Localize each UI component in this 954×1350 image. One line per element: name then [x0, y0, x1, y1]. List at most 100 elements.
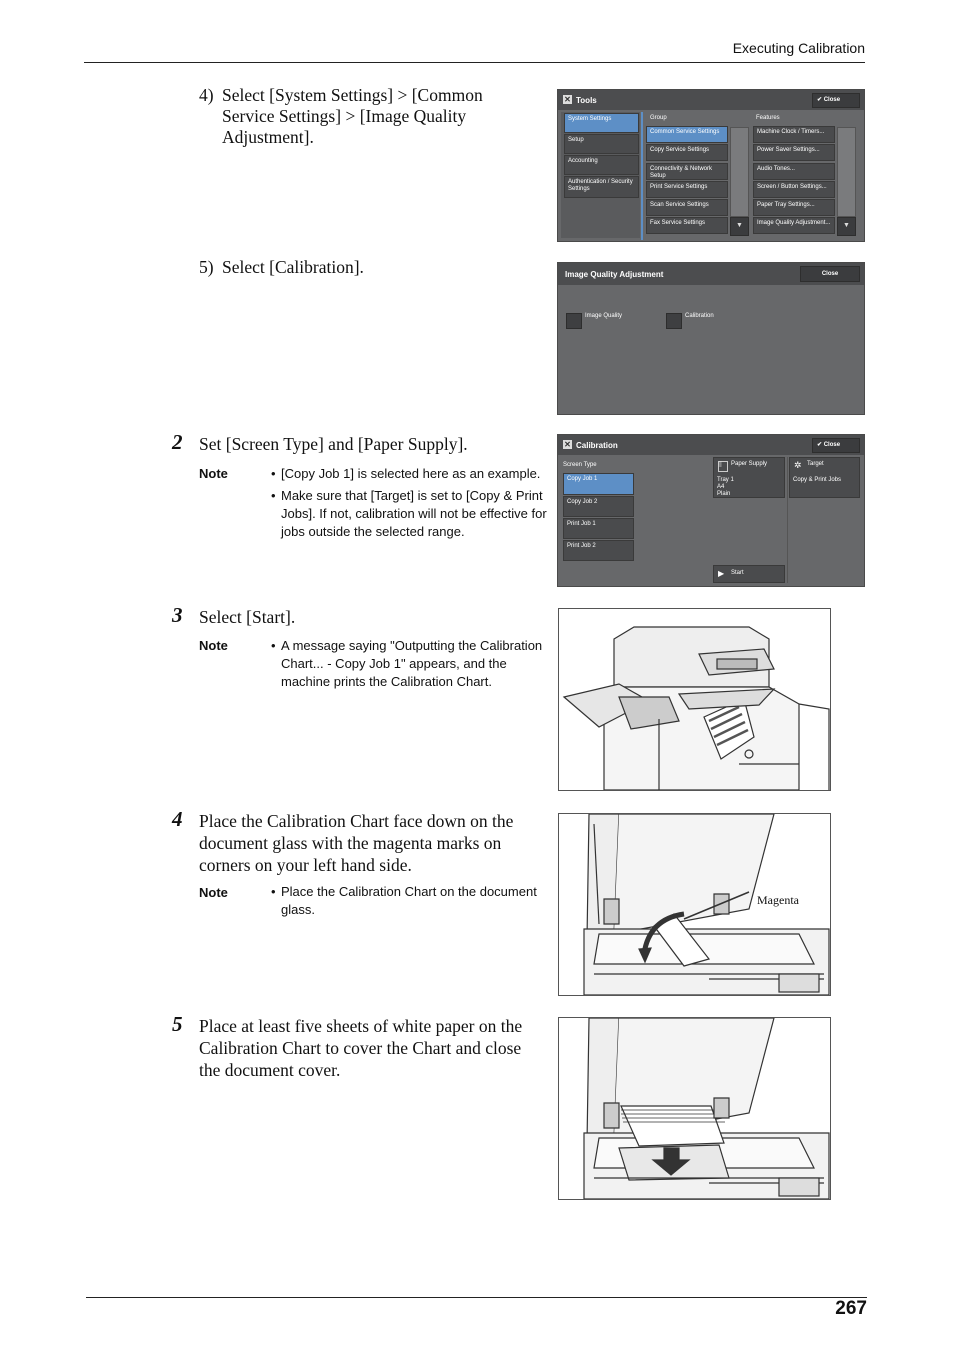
step-text: Select [Start]. [199, 607, 296, 627]
calibration-title-bar: ✕ Calibration ✔ Close [558, 435, 864, 455]
step-number: 3 [172, 603, 183, 627]
note-item: •Place the Calibration Chart on the docu… [271, 883, 551, 919]
group-common-service[interactable]: Common Service Settings [646, 126, 728, 143]
step-text: Set [Screen Type] and [Paper Supply]. [199, 434, 468, 454]
note-text: Place the Calibration Chart on the docum… [281, 884, 537, 917]
note-text: Make sure that [Target] is set to [Copy … [281, 488, 547, 539]
screen-type-print-job-2[interactable]: Print Job 2 [563, 540, 634, 561]
feature-power-saver[interactable]: Power Saver Settings... [753, 144, 835, 161]
bullet: • [271, 488, 276, 503]
feature-screen-button[interactable]: Screen / Button Settings... [753, 181, 835, 198]
paper-supply-button[interactable]: ≡≡ Paper Supply Tray 1 A4 Plain [713, 457, 785, 498]
menu-accounting[interactable]: Accounting [564, 155, 639, 175]
paper-stack-illustration [558, 1017, 831, 1200]
group-connectivity[interactable]: Connectivity & Network Setup [646, 163, 728, 180]
feature-machine-clock[interactable]: Machine Clock / Timers... [753, 126, 835, 143]
note-label: Note [199, 885, 228, 900]
paper-drawing [583, 1018, 830, 1199]
note-item: • Make sure that [Target] is set to [Copy… [271, 487, 551, 541]
group-fax-service[interactable]: Fax Service Settings [646, 217, 728, 234]
printer-output-illustration [558, 608, 831, 791]
magenta-label: Magenta [757, 893, 799, 907]
close-button[interactable]: ✔ Close [812, 438, 860, 453]
calibration-label: Calibration [685, 313, 714, 319]
screen-type-copy-job-2[interactable]: Copy Job 2 [563, 496, 634, 517]
note-label: Note [199, 638, 228, 653]
menu-setup[interactable]: Setup [564, 134, 639, 154]
divider [787, 457, 788, 583]
tools-icon: ✕ [563, 95, 572, 104]
left-menu: System Settings Setup Accounting Authent… [561, 112, 640, 238]
target-value: Copy & Print Jobs [793, 477, 842, 483]
glass-drawing [583, 814, 830, 995]
calibration-button[interactable] [666, 313, 682, 329]
step-text: Place the Calibration Chart face down on… [199, 811, 514, 875]
paper-supply-tray: Tray 1 [717, 477, 734, 483]
tools-icon: ✕ [563, 440, 572, 449]
group-print-service[interactable]: Print Service Settings [646, 181, 728, 198]
paper-supply-size: A4 [717, 484, 725, 490]
menu-authentication[interactable]: Authentication / Security Settings [564, 176, 639, 198]
start-button[interactable]: ▶ Start [713, 565, 785, 583]
tools-screen: ✕ Tools ✔ Close System Settings Setup Ac… [557, 89, 865, 242]
page-number: 267 [835, 1298, 867, 1319]
menu-system-settings[interactable]: System Settings [564, 113, 639, 133]
image-quality-button[interactable] [566, 313, 582, 329]
features-scrollbar[interactable] [837, 127, 856, 217]
tools-title: Tools [576, 96, 597, 105]
screen-type-copy-job-1[interactable]: Copy Job 1 [563, 473, 634, 495]
note-item: • [Copy Job 1] is selected here as an exa… [271, 465, 551, 483]
image-quality-label: Image Quality [585, 313, 623, 319]
substep-text: Select [System Settings] > [Common Servi… [222, 85, 483, 147]
header-rule [84, 62, 865, 63]
step-text: Place at least five sheets of white pape… [199, 1016, 523, 1080]
feature-paper-tray[interactable]: Paper Tray Settings... [753, 199, 835, 216]
close-button[interactable]: Close [800, 266, 860, 282]
substep-number: 5) [199, 257, 214, 277]
iqa-title: Image Quality Adjustment [565, 270, 664, 279]
substep-4: 4) Select [System Settings] > [Common Se… [199, 85, 519, 148]
target-label: Target [807, 461, 824, 467]
close-button[interactable]: ✔ Close [812, 93, 860, 108]
bullet: • [271, 466, 276, 481]
screen-type-label: Screen Type [563, 462, 597, 468]
group-scan-service[interactable]: Scan Service Settings [646, 199, 728, 216]
calibration-title: Calibration [576, 441, 618, 450]
close-label: Close [823, 97, 841, 103]
play-icon: ▶ [718, 569, 725, 578]
feature-audio-tones[interactable]: Audio Tones... [753, 163, 835, 180]
substep-5: 5) Select [Calibration]. [199, 257, 519, 278]
start-label: Start [731, 570, 744, 576]
features-scroll-down-icon[interactable]: ▼ [837, 217, 856, 236]
group-copy-service[interactable]: Copy Service Settings [646, 144, 728, 161]
note-item: •A message saying "Outputting the Calibr… [271, 637, 551, 691]
features-header: Features [756, 115, 780, 121]
bullet: • [271, 638, 276, 653]
target-button[interactable]: ✲ Target Copy & Print Jobs [789, 457, 860, 498]
check-icon: ✔ [817, 97, 823, 103]
note-text: [Copy Job 1] is selected here as an exam… [281, 466, 541, 481]
screen-type-print-job-1[interactable]: Print Job 1 [563, 518, 634, 539]
step-number: 2 [172, 430, 183, 454]
step-number: 4 [172, 807, 183, 831]
gear-icon: ✲ [794, 460, 802, 470]
calibration-screen: ✕ Calibration ✔ Close Screen Type Copy J… [557, 434, 865, 587]
check-icon: ✔ [817, 442, 823, 448]
image-quality-adjustment-screen: Image Quality Adjustment Close Image Qua… [557, 262, 865, 415]
printer-drawing [562, 626, 830, 790]
note-list: • [Copy Job 1] is selected here as an exa… [271, 465, 551, 541]
footer-rule [86, 1297, 867, 1298]
step-number: 5 [172, 1012, 183, 1036]
group-scrollbar[interactable] [730, 127, 749, 217]
note-list: •Place the Calibration Chart on the docu… [271, 883, 551, 919]
divider [641, 112, 643, 240]
close-label: Close [823, 442, 841, 448]
feature-image-quality[interactable]: Image Quality Adjustment... [753, 217, 835, 234]
running-header: Executing Calibration [732, 40, 865, 56]
list-icon: ≡≡ [718, 461, 728, 472]
group-scroll-down-icon[interactable]: ▼ [730, 217, 749, 236]
iqa-title-bar: Image Quality Adjustment Close [558, 263, 864, 285]
group-header: Group [650, 115, 667, 121]
tools-title-bar: ✕ Tools ✔ Close [558, 90, 864, 110]
paper-supply-type: Plain [717, 491, 731, 497]
